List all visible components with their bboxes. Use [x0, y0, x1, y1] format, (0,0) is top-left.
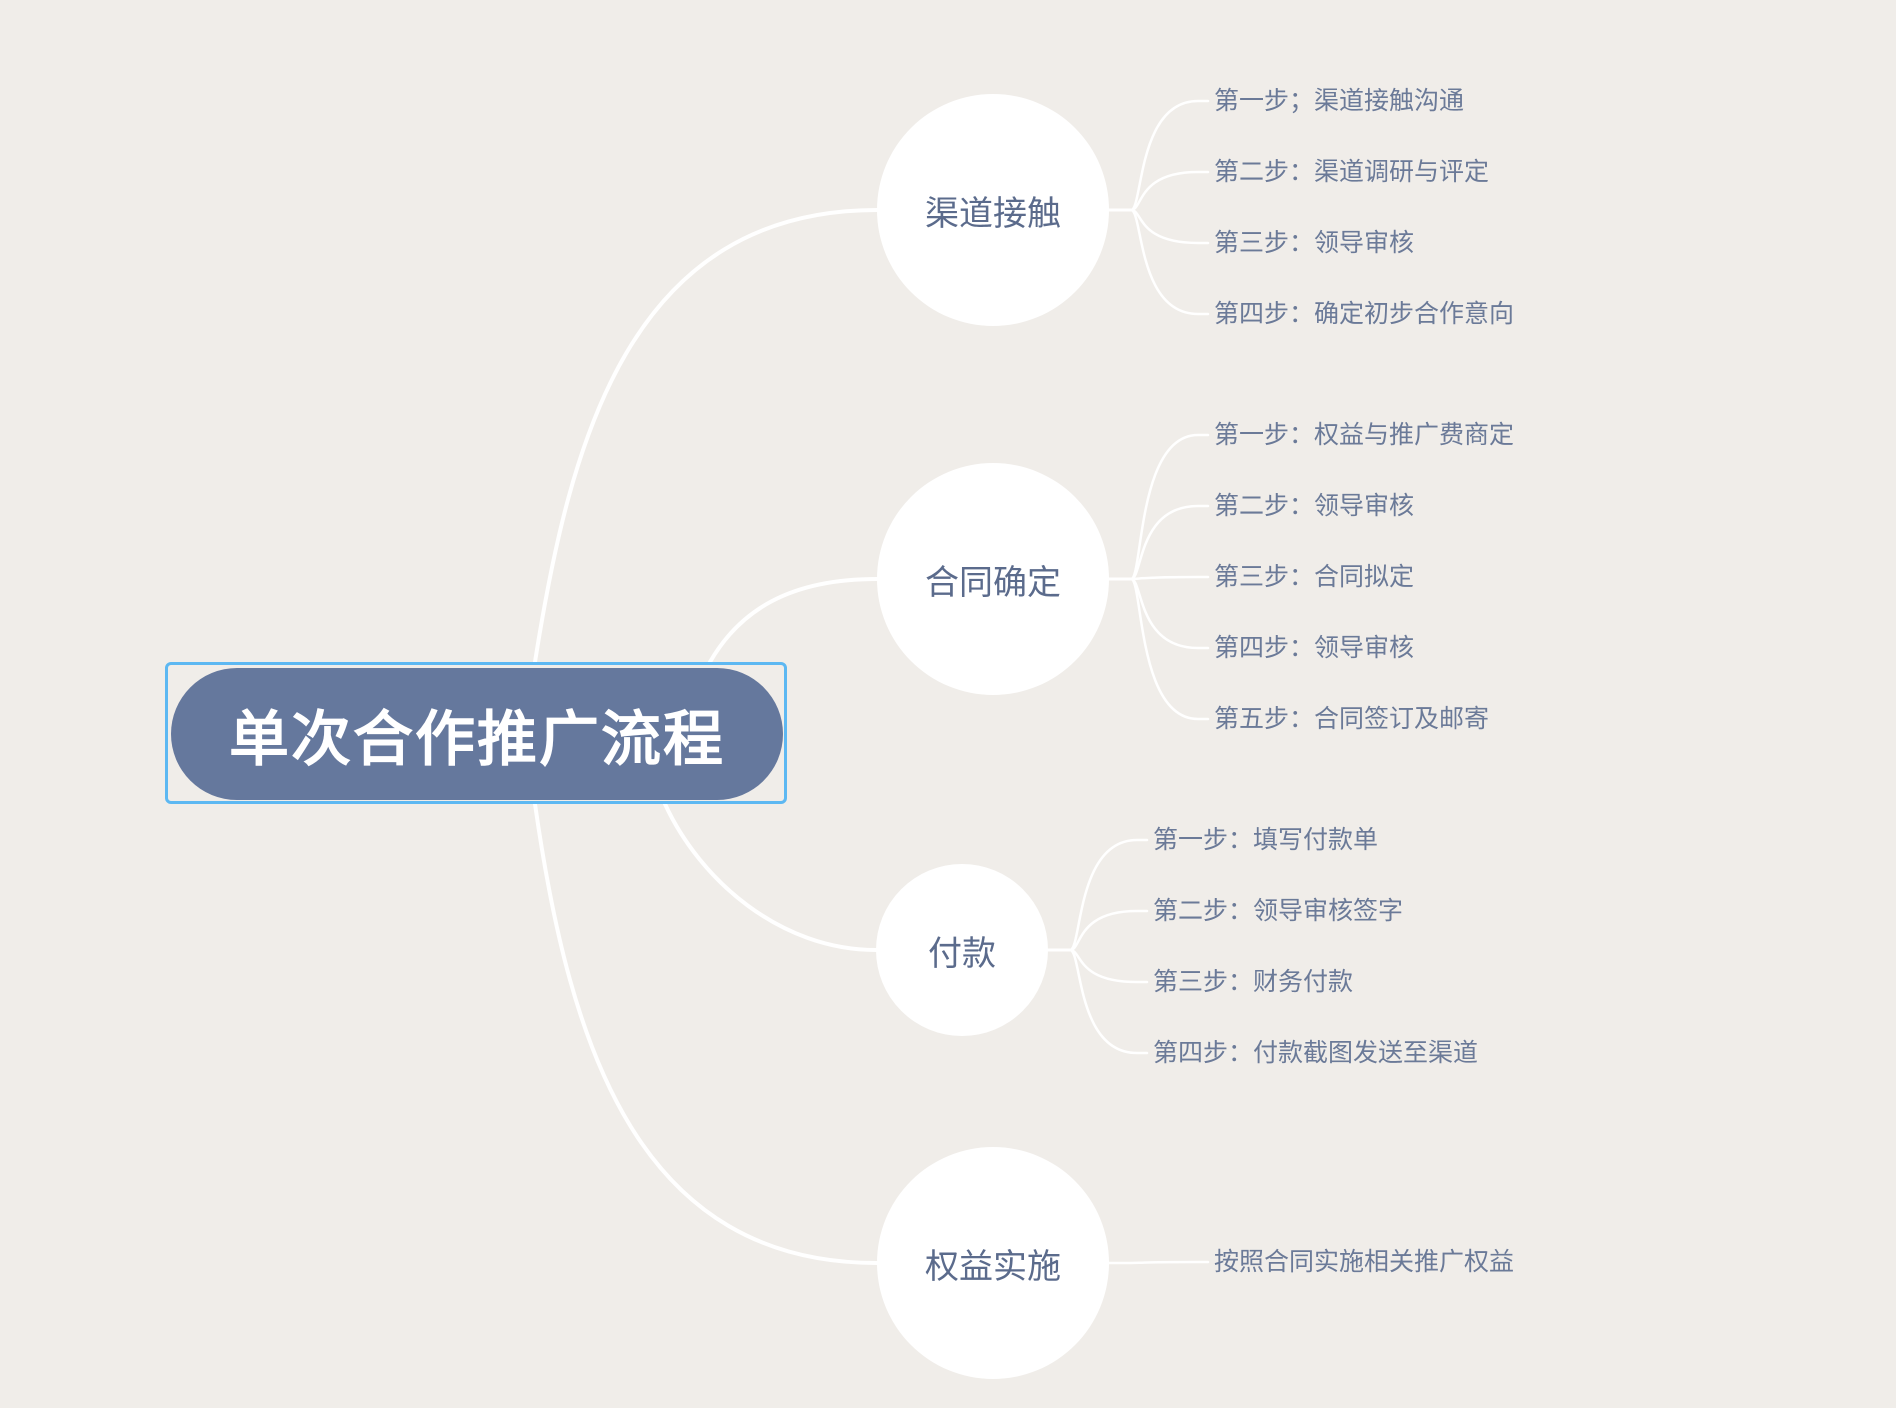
root-connector — [533, 208, 879, 664]
leaf-topic[interactable]: 第四步：确定初步合作意向 — [1214, 299, 1515, 328]
branch-topic-contract[interactable]: 合同确定 — [877, 463, 1109, 695]
leaf-connector — [1107, 577, 1210, 721]
leaf-connector — [1107, 504, 1210, 581]
leaf-topic[interactable]: 第五步：合同签订及邮寄 — [1214, 704, 1490, 733]
leaf-topic[interactable]: 第四步：付款截图发送至渠道 — [1153, 1038, 1479, 1067]
leaf-connector — [1107, 577, 1210, 650]
leaf-topic[interactable]: 第一步：权益与推广费商定 — [1214, 420, 1515, 449]
leaf-topic[interactable]: 第二步：领导审核 — [1214, 491, 1415, 520]
leaf-topic[interactable]: 按照合同实施相关推广权益 — [1214, 1247, 1515, 1276]
root-selection-frame — [165, 662, 787, 804]
root-connector — [708, 577, 879, 664]
branch-topic-label: 合同确定 — [925, 562, 1061, 603]
root-topic[interactable]: 单次合作推广流程 — [171, 668, 783, 800]
leaf-connector — [1046, 948, 1149, 984]
leaf-connector — [1107, 208, 1210, 316]
branch-topic-payment[interactable]: 付款 — [876, 864, 1048, 1036]
leaf-connector — [1107, 99, 1210, 212]
branch-topic-channel-contact[interactable]: 渠道接触 — [877, 94, 1109, 326]
leaf-topic[interactable]: 第一步：填写付款单 — [1153, 825, 1379, 854]
branch-topic-label: 渠道接触 — [925, 193, 1061, 234]
leaf-connector — [1107, 1260, 1210, 1265]
leaf-connector — [1107, 170, 1210, 212]
leaf-connector — [1046, 948, 1149, 1055]
root-connector — [663, 802, 878, 952]
leaf-connector — [1046, 909, 1149, 952]
leaf-topic[interactable]: 第三步：财务付款 — [1153, 967, 1354, 996]
root-topic-label: 单次合作推广流程 — [229, 704, 725, 775]
leaf-topic[interactable]: 第二步：领导审核签字 — [1153, 896, 1404, 925]
leaf-topic[interactable]: 第三步：合同拟定 — [1214, 562, 1415, 591]
leaf-topic[interactable]: 第二步：渠道调研与评定 — [1214, 157, 1490, 186]
leaf-topic[interactable]: 第一步；渠道接触沟通 — [1214, 86, 1465, 115]
leaf-connector — [1107, 208, 1210, 245]
root-connector — [533, 802, 879, 1265]
leaf-connector — [1046, 838, 1149, 952]
leaf-topic[interactable]: 第四步：领导审核 — [1214, 633, 1415, 662]
branch-topic-label: 付款 — [928, 933, 996, 974]
branch-topic-label: 权益实施 — [925, 1246, 1061, 1287]
leaf-topic[interactable]: 第三步：领导审核 — [1214, 228, 1415, 257]
branch-topic-rights-implementation[interactable]: 权益实施 — [877, 1147, 1109, 1379]
